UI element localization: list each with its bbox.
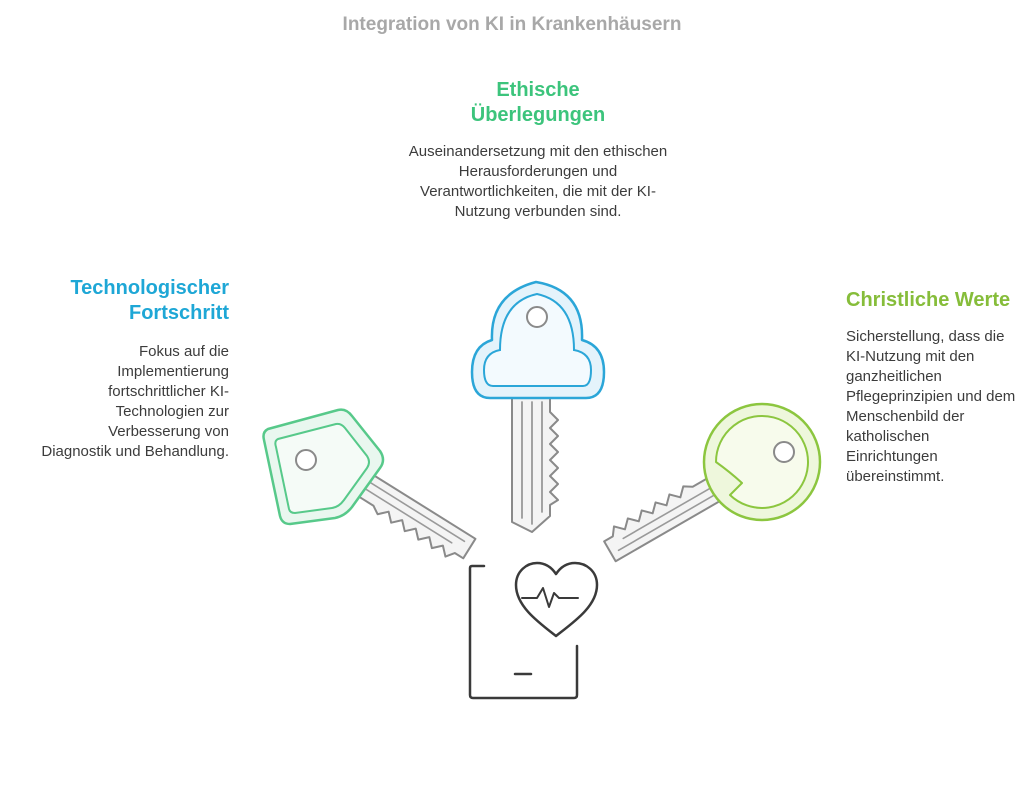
square-key-icon: [262, 408, 477, 560]
christian-values-description: Sicherstellung, dass die KI-Nutzung mit …: [846, 328, 1016, 485]
technology-heading: Technologischer Fortschritt: [70, 277, 229, 324]
round-key-icon: [603, 402, 822, 563]
christian-values-heading: Christliche Werte: [846, 289, 1011, 311]
cloud-key-icon: [470, 280, 606, 533]
diagram-title: Integration von KI in Krankenhäusern: [342, 14, 682, 35]
technology-description: Fokus auf die Implementierung fortschrit…: [41, 343, 229, 460]
ethics-description: Auseinandersetzung mit den ethischen Her…: [408, 143, 668, 220]
heart-pulse-tablet-icon: [468, 561, 599, 700]
ethics-heading: Ethische Überlegungen: [470, 79, 606, 126]
